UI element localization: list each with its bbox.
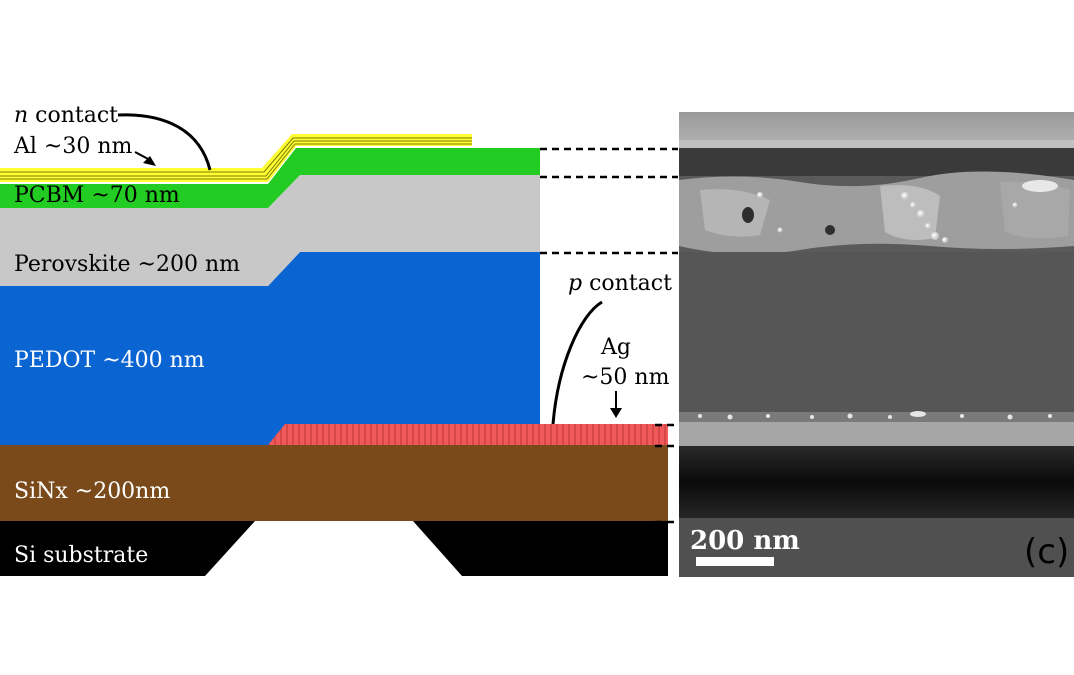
pedot-layer — [0, 252, 540, 445]
perovskite-label: Perovskite ~200 nm — [14, 252, 240, 277]
pcbm-layer — [0, 148, 540, 208]
sem-pcbm-band — [679, 148, 1074, 176]
ag-arrow-head — [610, 408, 622, 418]
si-substrate-label: Si substrate — [14, 543, 148, 568]
scale-bar — [696, 557, 774, 566]
sinx-label: SiNx ~200nm — [14, 479, 170, 504]
ag-layer — [268, 424, 668, 445]
p-contact-label: p contact — [568, 271, 672, 296]
al-arrow-head — [143, 156, 156, 166]
sem-perovskite-band — [679, 171, 1074, 255]
p-contact-leader — [551, 300, 603, 425]
guide-lines — [540, 147, 678, 524]
n-contact-label: n contact — [14, 103, 118, 128]
si-substrate-layer — [0, 521, 255, 576]
ag-label: Ag — [600, 335, 631, 360]
scale-bar-label: 200 nm — [690, 526, 800, 556]
pcbm-label: PCBM ~70 nm — [14, 183, 180, 208]
sem-pedot-band — [679, 252, 1074, 414]
panel-c-label: (c) — [1024, 532, 1069, 572]
sem-si-band — [679, 446, 1074, 518]
sinx-layer — [0, 445, 668, 521]
schematic-panel: n contact Al ~30 nm PCBM ~70 nm Perovski… — [0, 103, 678, 576]
al-layer — [0, 134, 472, 182]
n-contact-leader — [117, 113, 212, 171]
sem-sinx-band — [679, 422, 1074, 446]
pedot-label: PEDOT ~400 nm — [14, 348, 205, 373]
si-substrate-layer-right — [413, 521, 668, 576]
sem-image-panel: 200 nm (c) — [679, 112, 1074, 577]
panel-b-label: (b) — [614, 532, 662, 572]
sem-ag-band — [679, 412, 1074, 422]
ag-thickness-label: ~50 nm — [581, 365, 670, 390]
al-label: Al ~30 nm — [13, 134, 133, 159]
perovskite-layer — [0, 175, 540, 286]
